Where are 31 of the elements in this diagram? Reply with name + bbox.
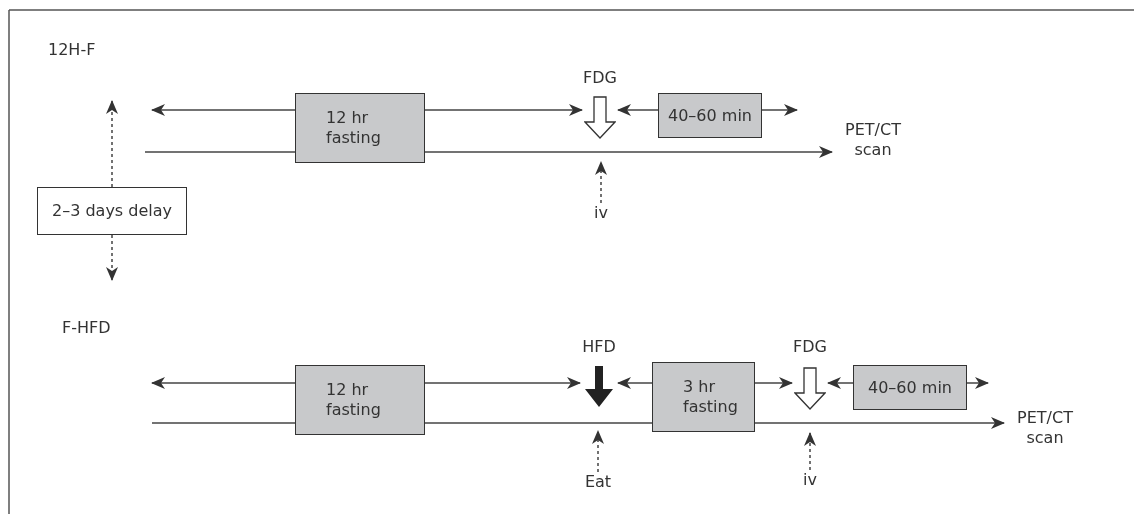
step-label: PET/CT scan <box>838 120 908 162</box>
arrow <box>424 104 583 116</box>
dashed-arrow <box>592 430 604 473</box>
process-box: 40–60 min <box>658 93 762 138</box>
arrow <box>617 104 659 116</box>
arrow <box>966 377 989 389</box>
injection-label: FDG <box>792 337 828 357</box>
arrow <box>761 104 798 116</box>
arrow <box>151 104 296 116</box>
step-label: iv <box>590 203 612 225</box>
arrow <box>754 377 793 389</box>
arrow <box>151 377 296 389</box>
injection-label: HFD <box>581 337 617 357</box>
arrow <box>617 377 653 389</box>
dashed-arrow <box>595 161 607 204</box>
group-label: F-HFD <box>62 318 111 337</box>
delay-box: 2–3 days delay <box>37 187 187 235</box>
arrow <box>827 377 854 389</box>
group-label: 12H-F <box>48 40 96 59</box>
process-box: 40–60 min <box>853 365 967 410</box>
dashed-arrow <box>106 100 118 188</box>
process-box: 12 hr fasting <box>295 93 425 163</box>
step-label: Eat <box>580 472 616 494</box>
injection-label: FDG <box>582 68 618 88</box>
arrow <box>424 377 581 389</box>
process-box: 3 hr fasting <box>652 362 755 432</box>
process-box: 12 hr fasting <box>295 365 425 435</box>
dashed-arrow <box>804 432 816 471</box>
step-label: iv <box>799 470 821 492</box>
dashed-arrow <box>106 234 118 281</box>
step-label: PET/CT scan <box>1010 408 1080 450</box>
